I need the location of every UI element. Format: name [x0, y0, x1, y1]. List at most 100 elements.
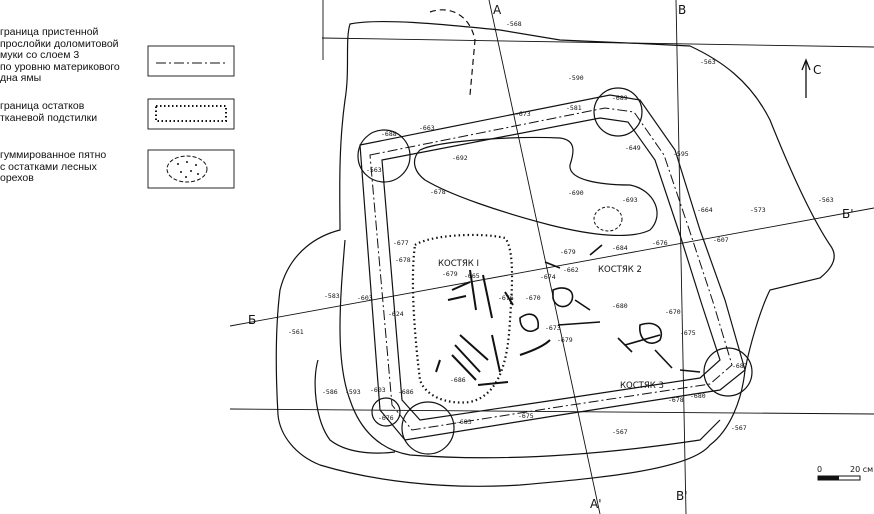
elevation-mark: -649: [625, 144, 641, 152]
elevation-mark: -677: [393, 239, 409, 247]
elevation-mark: -567: [612, 428, 628, 436]
elevation-mark: -567: [731, 424, 747, 432]
elevation-mark: -624: [388, 310, 404, 318]
post-hole-right: [703, 347, 753, 397]
elevation-mark: -665: [464, 272, 480, 280]
elevation-mark: -687: [732, 362, 748, 370]
elevation-mark: -686: [450, 376, 466, 384]
elevation-mark: -662: [563, 266, 579, 274]
elevation-mark: -670: [525, 294, 541, 302]
internal-depression: [414, 136, 658, 237]
legend-text-fabric: граница остатков тканевой подстилки: [0, 100, 98, 124]
skeleton-label-1: КОСТЯК I: [438, 259, 479, 269]
inner-contour-2: [314, 359, 396, 454]
elevation-marks: -568 -563 -590 -689 -581 -673 -649 -595 …: [288, 20, 834, 436]
inner-contour: [339, 239, 721, 459]
scale-zero: 0: [817, 465, 822, 474]
elevation-mark: -689: [612, 94, 628, 102]
elevation-mark: -690: [568, 189, 584, 197]
elevation-mark: -693: [622, 196, 638, 204]
elevation-mark: -607: [713, 236, 729, 244]
elevation-mark: -675: [680, 329, 696, 337]
skeleton-3-bones: [617, 322, 701, 373]
pit-wall-outer: [359, 94, 746, 441]
elevation-mark: -692: [452, 154, 468, 162]
section-line-horizontal-top: [321, 37, 874, 48]
skeleton-2-bones: [519, 244, 603, 332]
section-line-b-b: [675, 0, 687, 514]
section-lines: [229, 0, 874, 514]
post-hole-top-left: [357, 129, 411, 183]
elevation-mark: -561: [288, 328, 304, 336]
legend-box-dolomite: [147, 45, 235, 77]
elevation-mark: -603: [357, 294, 373, 302]
elevation-mark: -583: [324, 292, 340, 300]
section-label-b-lat-prime: B': [676, 489, 688, 503]
elevation-mark: -563: [700, 58, 716, 66]
section-line-a-a: [488, 0, 601, 514]
elevation-mark: -670: [665, 308, 681, 316]
post-hole-left-small: [371, 397, 401, 427]
section-line-b-cyr: [229, 207, 874, 327]
legend-symbols: [147, 45, 235, 189]
section-label-b-cyr: Б: [248, 313, 256, 327]
legend-symbol-spot: [166, 155, 208, 183]
elevation-mark: -678: [668, 396, 684, 404]
scale-label: 20 см: [850, 465, 873, 474]
elevation-mark: -675: [518, 412, 534, 420]
elevation-mark: -680: [690, 392, 706, 400]
dolomite-boundary: [369, 107, 733, 431]
elevation-mark: -679: [560, 248, 576, 256]
section-label-b-cyr-prime: Б': [842, 207, 854, 221]
elevation-mark: -673: [515, 110, 531, 118]
elevation-mark: -573: [750, 206, 766, 214]
elevation-mark: -563: [366, 166, 382, 174]
pit-wall-inner: [381, 117, 721, 421]
elevation-mark: -678: [395, 256, 411, 264]
legend-box-fabric: [147, 98, 235, 130]
elevation-mark: -679: [442, 270, 458, 278]
skeleton-1-bones: [435, 269, 551, 386]
section-label-a-prime: A': [590, 497, 602, 511]
elevation-mark: -595: [673, 150, 689, 158]
section-label-b-lat: B: [678, 3, 686, 17]
elevation-mark: -664: [697, 206, 713, 214]
elevation-mark: -581: [566, 104, 582, 112]
post-hole-bottom-left: [401, 401, 455, 455]
elevation-mark: -679: [557, 336, 573, 344]
section-line-horizontal-bottom: [229, 408, 874, 415]
elevation-mark: -586: [322, 388, 338, 396]
legend-symbol-dotted: [155, 105, 227, 122]
elevation-mark: -680: [612, 302, 628, 310]
elevation-mark: -688: [381, 130, 397, 138]
legend-text-nuts: гуммированное пятно с остатками лесных о…: [0, 149, 107, 184]
outer-pit-outline: [275, 20, 835, 487]
skeleton-label-2: КОСТЯК 2: [598, 265, 642, 275]
post-hole-top-right: [593, 87, 643, 137]
elevation-mark: -673: [545, 324, 561, 332]
north-label: С: [813, 63, 821, 77]
elevation-mark: -663: [419, 124, 435, 132]
legend-symbol-spot-dots: [177, 161, 199, 178]
elevation-mark: -590: [568, 74, 584, 82]
dashed-extension: [429, 9, 476, 96]
elevation-mark: -676: [378, 414, 394, 422]
elevation-mark: -603: [370, 386, 386, 394]
elevation-mark: -676: [498, 294, 514, 302]
elevation-mark: -593: [345, 388, 361, 396]
legend-text-dolomite: граница пристенной прослойки доломитовой…: [0, 26, 120, 84]
skeleton-label-3: КОСТЯК 3: [620, 381, 664, 391]
legend-box-nuts: [147, 149, 235, 189]
elevation-mark: -686: [398, 388, 414, 396]
elevation-mark: -568: [506, 20, 522, 28]
elevation-mark: -684: [612, 244, 628, 252]
elevation-mark: -676: [652, 239, 668, 247]
nut-spot: [593, 206, 623, 232]
elevation-mark: -683: [456, 418, 472, 426]
scale-bar: [817, 475, 861, 481]
section-label-a: A: [493, 3, 502, 17]
elevation-mark: -674: [540, 273, 556, 281]
elevation-mark: -678: [430, 188, 446, 196]
north-arrow: [801, 58, 811, 98]
